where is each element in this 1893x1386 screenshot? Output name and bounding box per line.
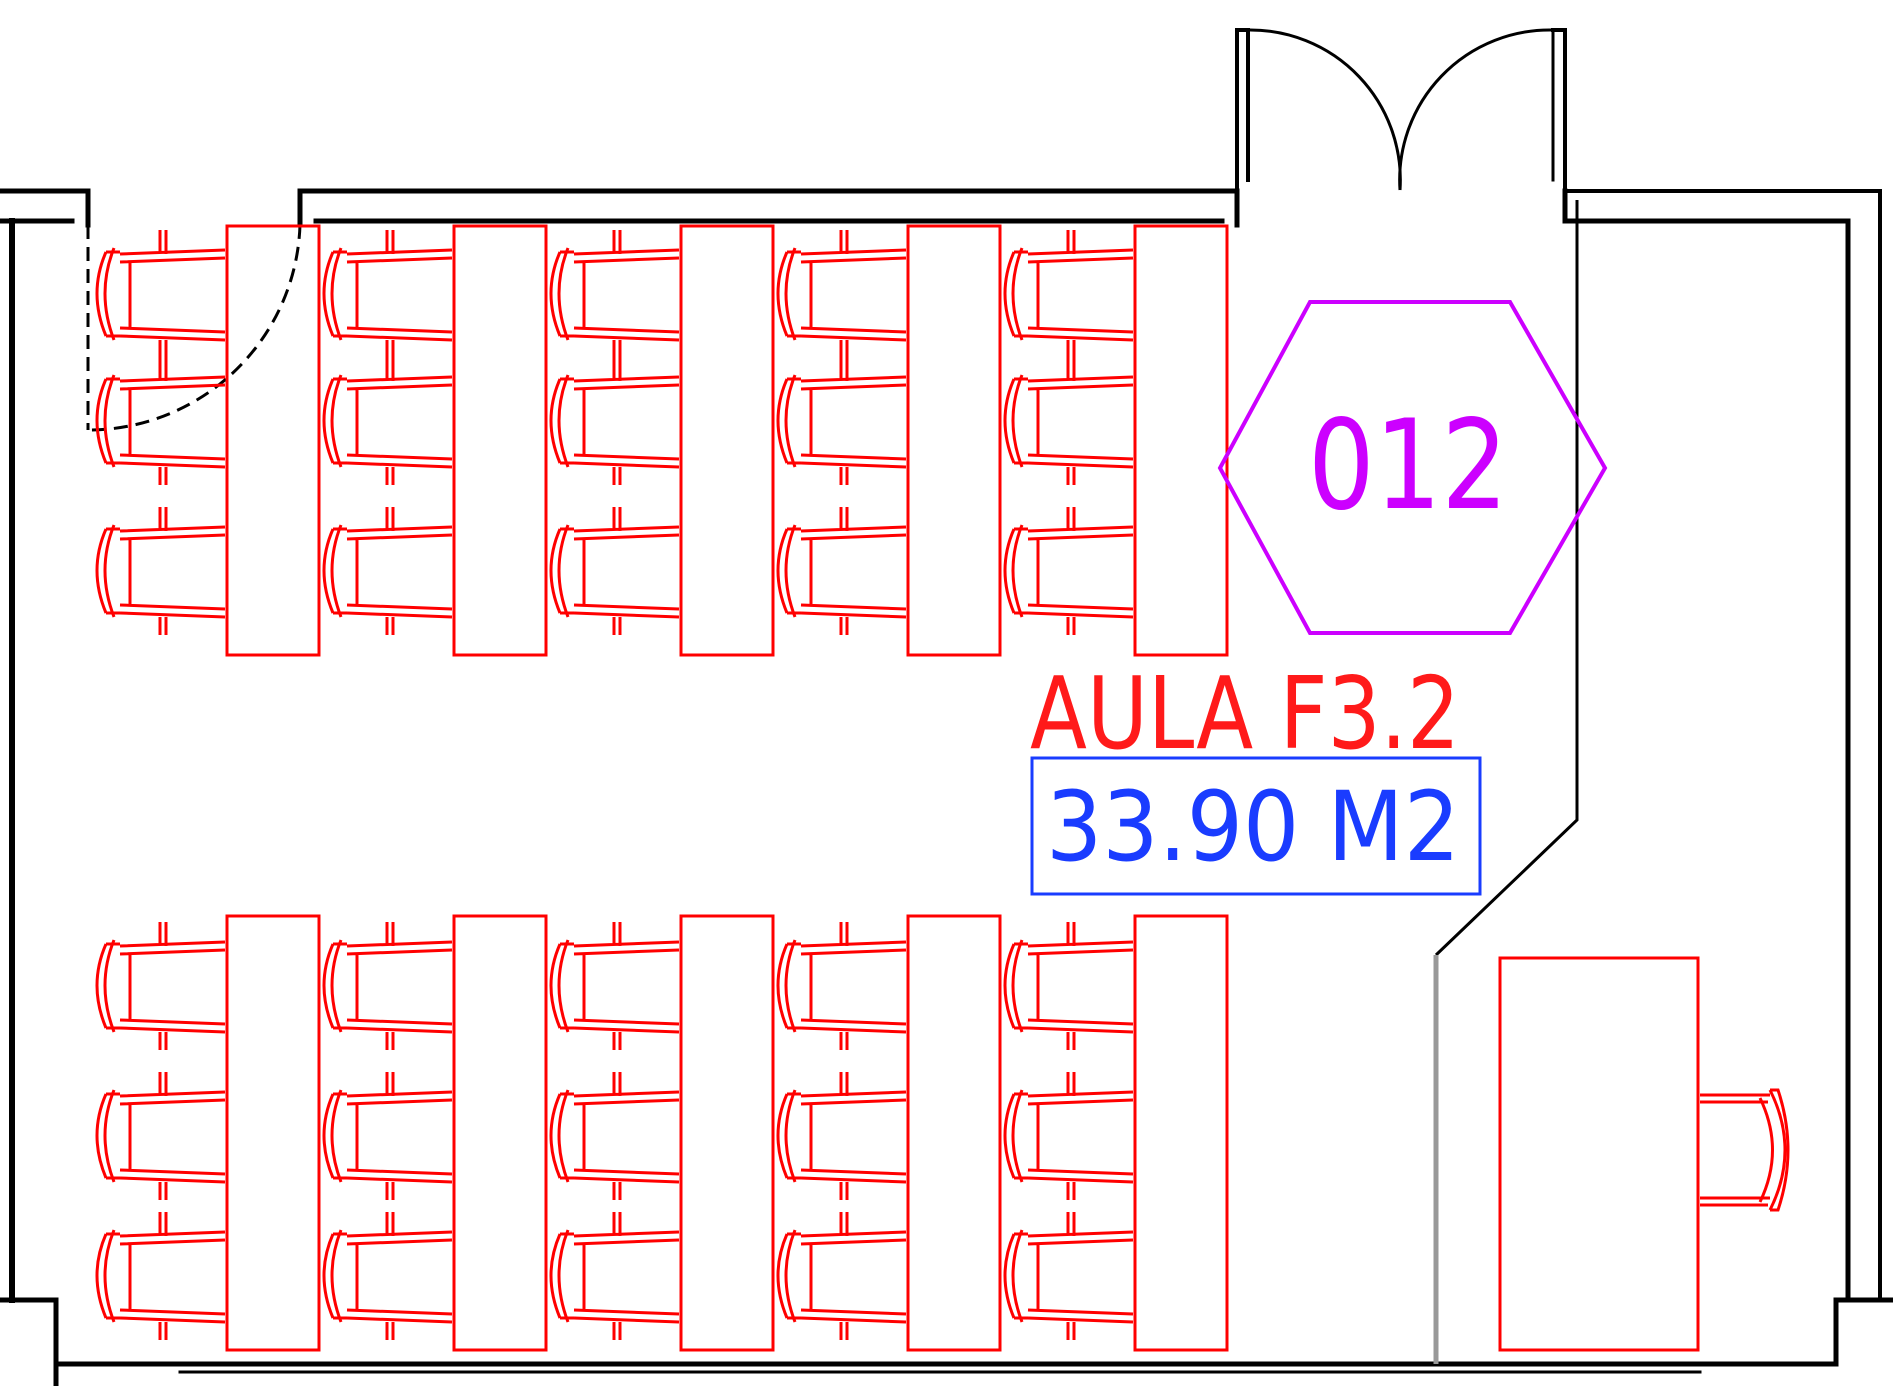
- chair-outline: [549, 507, 680, 635]
- teacher-chair: [1700, 1088, 1790, 1212]
- chair: [776, 230, 907, 358]
- chair-outline: [322, 922, 453, 1050]
- chair-outline: [1003, 230, 1134, 358]
- desk: [679, 914, 775, 1352]
- chair-outline: [322, 507, 453, 635]
- desk: [225, 224, 321, 657]
- area-box: [1030, 756, 1482, 896]
- chair-outline: [1003, 922, 1134, 1050]
- chair: [322, 357, 453, 485]
- room-number-hexagon: [1217, 300, 1608, 635]
- chair-outline: [1003, 1072, 1134, 1200]
- chair: [1003, 1072, 1134, 1200]
- room-tag: 012: [1217, 300, 1608, 635]
- chair-outline: [1003, 507, 1134, 635]
- chair-outline: [549, 357, 680, 485]
- chair: [1003, 922, 1134, 1050]
- chair-outline: [95, 922, 226, 1050]
- diagonal-partition-black: [1434, 200, 1579, 957]
- chair-outline: [776, 507, 907, 635]
- chair: [549, 922, 680, 1050]
- chair: [1003, 357, 1134, 485]
- desk: [906, 224, 1002, 657]
- door-jamb-left: [1235, 28, 1250, 193]
- desk: [452, 224, 548, 657]
- chair-outline: [549, 922, 680, 1050]
- chair: [95, 357, 226, 485]
- chair-outline: [776, 1072, 907, 1200]
- chair: [549, 1212, 680, 1340]
- chair-outline: [322, 1212, 453, 1340]
- small-door-swing: [87, 224, 302, 432]
- area-label: 33.90 M2: [1030, 756, 1482, 896]
- chair: [95, 1072, 226, 1200]
- chair: [1003, 230, 1134, 358]
- chair-outline: [549, 1072, 680, 1200]
- chair-outline: [95, 1072, 226, 1200]
- double-door-swing-right: [1398, 28, 1554, 191]
- chair: [1003, 1212, 1134, 1340]
- room-number: 012: [1308, 394, 1508, 538]
- chair-outline: [322, 230, 453, 358]
- wall-top-left: [0, 188, 91, 228]
- chair-outline: [322, 1072, 453, 1200]
- chair: [776, 357, 907, 485]
- chair: [95, 922, 226, 1050]
- door-jamb-right: [1551, 28, 1567, 193]
- chair-outline: [776, 357, 907, 485]
- chair: [95, 507, 226, 635]
- chair-outline: [776, 1212, 907, 1340]
- chair-outline: [95, 230, 226, 358]
- chair: [322, 230, 453, 358]
- wall-top-right-inner: [1562, 188, 1851, 1303]
- desk: [679, 224, 775, 657]
- teacher-desk-group: [1498, 956, 1790, 1352]
- wall-left-bottom: [0, 1297, 59, 1386]
- chair: [776, 922, 907, 1050]
- doors: [86, 28, 1554, 432]
- chair: [549, 357, 680, 485]
- chair: [322, 1212, 453, 1340]
- desk: [1133, 224, 1229, 657]
- chair: [549, 230, 680, 358]
- chair: [776, 1212, 907, 1340]
- furniture: [95, 224, 1229, 1352]
- chair: [1003, 507, 1134, 635]
- chair-outline: [1003, 1212, 1134, 1340]
- wall-right-bottom: [1833, 1297, 1893, 1367]
- chair-outline: [549, 230, 680, 358]
- desk: [225, 914, 321, 1352]
- chair-outline: [549, 1212, 680, 1340]
- chair-outline: [95, 507, 226, 635]
- chair-outline: [95, 357, 226, 485]
- chair: [549, 1072, 680, 1200]
- chair-outline: [1003, 357, 1134, 485]
- chair-outline: [776, 922, 907, 1050]
- desk: [1133, 914, 1229, 1352]
- double-door-swing-left: [1247, 28, 1402, 191]
- chair: [322, 922, 453, 1050]
- chair-outline: [322, 357, 453, 485]
- desk: [906, 914, 1002, 1352]
- desk: [452, 914, 548, 1352]
- wall-top-middle: [297, 188, 1240, 228]
- teacher-desk: [1498, 956, 1700, 1352]
- room-name: AULA F3.2: [1030, 655, 1460, 772]
- chair: [95, 230, 226, 358]
- area-value: 33.90 M2: [1046, 771, 1460, 883]
- chair: [776, 1072, 907, 1200]
- chair: [95, 1212, 226, 1340]
- chair: [776, 507, 907, 635]
- chair-outline: [776, 230, 907, 358]
- chair: [549, 507, 680, 635]
- walls: [0, 28, 1893, 1386]
- chair: [322, 507, 453, 635]
- chair: [322, 1072, 453, 1200]
- chair-outline: [95, 1212, 226, 1340]
